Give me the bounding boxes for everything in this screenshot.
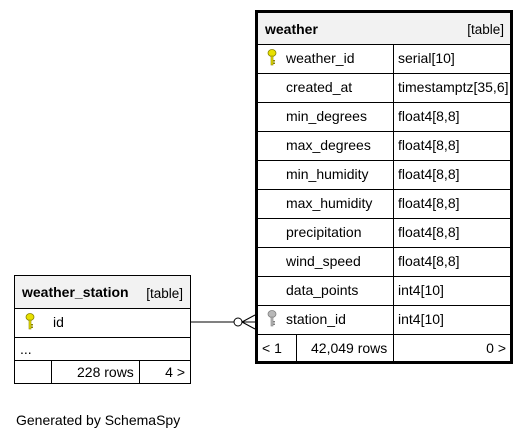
column-row-min-humidity[interactable]: min_humidity float4[8,8] [258,160,510,190]
column-name: weather_id [286,50,355,66]
foreign-key-icon [267,310,277,327]
weather-table-kind: [table] [467,22,504,37]
column-row-precipitation[interactable]: precipitation float4[8,8] [258,218,510,248]
column-name: max_humidity [286,195,373,211]
weather-table-name[interactable]: weather [265,21,318,37]
parents-link[interactable]: < 1 [262,340,282,356]
primary-key-icon [267,49,277,66]
crows-foot-upper [241,314,256,323]
more-columns-ellipsis: ... [15,338,190,361]
weather-station-table-kind: [table] [146,286,183,301]
column-row-id[interactable]: id [15,308,190,338]
column-type: float4[8,8] [398,137,460,153]
weather-station-table[interactable]: weather_station [table] id ... 228 rows … [14,275,191,384]
column-type: float4[8,8] [398,195,460,211]
column-name: created_at [286,79,353,95]
column-name: station_id [286,311,346,327]
column-name: wind_speed [286,253,361,269]
column-name: precipitation [286,224,362,240]
weather-station-table-header[interactable]: weather_station [table] [15,276,190,309]
column-row-min-degrees[interactable]: min_degrees float4[8,8] [258,102,510,132]
children-link[interactable]: 0 > [486,340,506,356]
column-row-station-id[interactable]: station_id int4[10] [258,305,510,335]
column-type: timestamptz[35,6] [398,79,509,95]
column-row-created-at[interactable]: created_at timestamptz[35,6] [258,73,510,103]
column-type: float4[8,8] [398,166,460,182]
column-type: int4[10] [398,282,444,298]
column-type: serial[10] [398,50,455,66]
column-name: min_humidity [286,166,369,182]
column-row-weather-id[interactable]: weather_id serial[10] [258,44,510,74]
column-type: int4[10] [398,311,444,327]
column-type: float4[8,8] [398,108,460,124]
row-count: 42,049 rows [311,340,388,356]
generated-by-label: Generated by SchemaSpy [16,412,181,428]
weather-table-footer: < 1 42,049 rows 0 > [258,335,510,361]
zero-marker [233,317,243,327]
children-link[interactable]: 4 > [165,364,185,380]
column-row-data-points[interactable]: data_points int4[10] [258,276,510,306]
weather-station-table-footer: 228 rows 4 > [15,361,190,383]
column-name: data_points [286,282,359,298]
column-row-wind-speed[interactable]: wind_speed float4[8,8] [258,247,510,277]
column-name: id [53,314,64,330]
crows-foot-lower [241,321,256,330]
column-row-max-degrees[interactable]: max_degrees float4[8,8] [258,131,510,161]
column-name: max_degrees [286,137,371,153]
weather-table-header[interactable]: weather [table] [258,13,510,45]
weather-table[interactable]: weather [table] weather_id serial[10] cr… [255,10,513,364]
weather-station-table-name[interactable]: weather_station [22,284,129,300]
primary-key-icon [25,313,35,330]
column-type: float4[8,8] [398,253,460,269]
column-type: float4[8,8] [398,224,460,240]
column-row-max-humidity[interactable]: max_humidity float4[8,8] [258,189,510,219]
row-count: 228 rows [77,364,134,380]
column-name: min_degrees [286,108,367,124]
